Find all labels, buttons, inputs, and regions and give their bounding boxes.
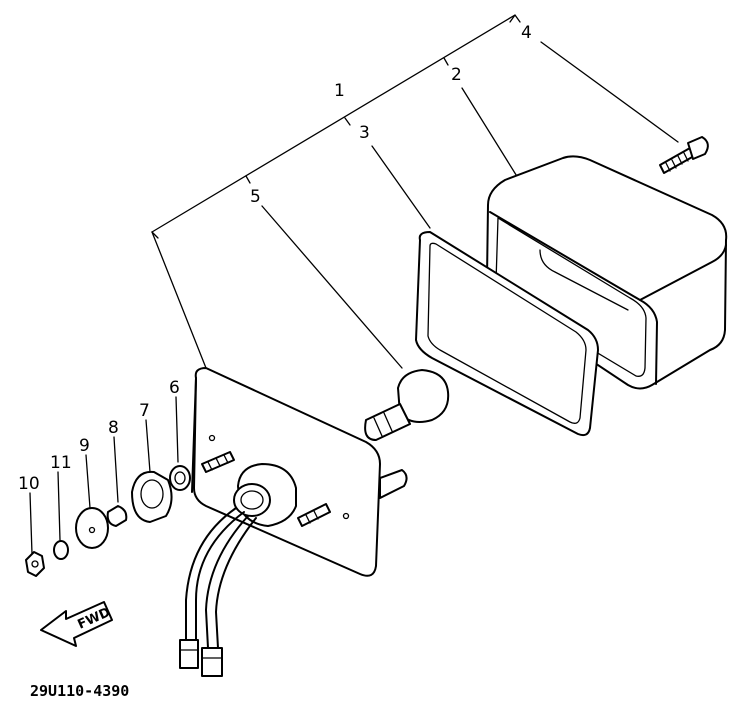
part-label-3: 3 [359,123,370,143]
wire-harness [179,507,257,677]
base-plate-part [191,367,408,577]
bulb-part [364,369,450,441]
part-label-9: 9 [79,436,90,456]
part-label-11: 11 [50,453,72,473]
bracket-lines [29,14,679,555]
nut-part [25,551,45,577]
collar-part [106,505,128,527]
part-label-4: 4 [521,23,532,43]
part-label-5: 5 [250,187,261,207]
part-label-7: 7 [139,401,150,421]
part-label-2: 2 [451,65,462,85]
screw-part [659,136,709,174]
spring-washer-part [53,540,69,560]
part-label-6: 6 [169,378,180,398]
gasket-part [415,231,599,437]
washer-part [169,465,191,491]
fwd-arrow-icon: FWD [40,601,113,647]
small-parts [25,465,191,577]
part-label-10: 10 [18,474,40,494]
drawing-code: 29U110-4390 [30,682,129,700]
part-label-1: 1 [334,81,345,101]
grommet-part [131,470,173,523]
part-labels: 1 2 3 4 5 6 7 8 9 10 11 [18,23,532,494]
part-label-8: 8 [108,418,119,438]
